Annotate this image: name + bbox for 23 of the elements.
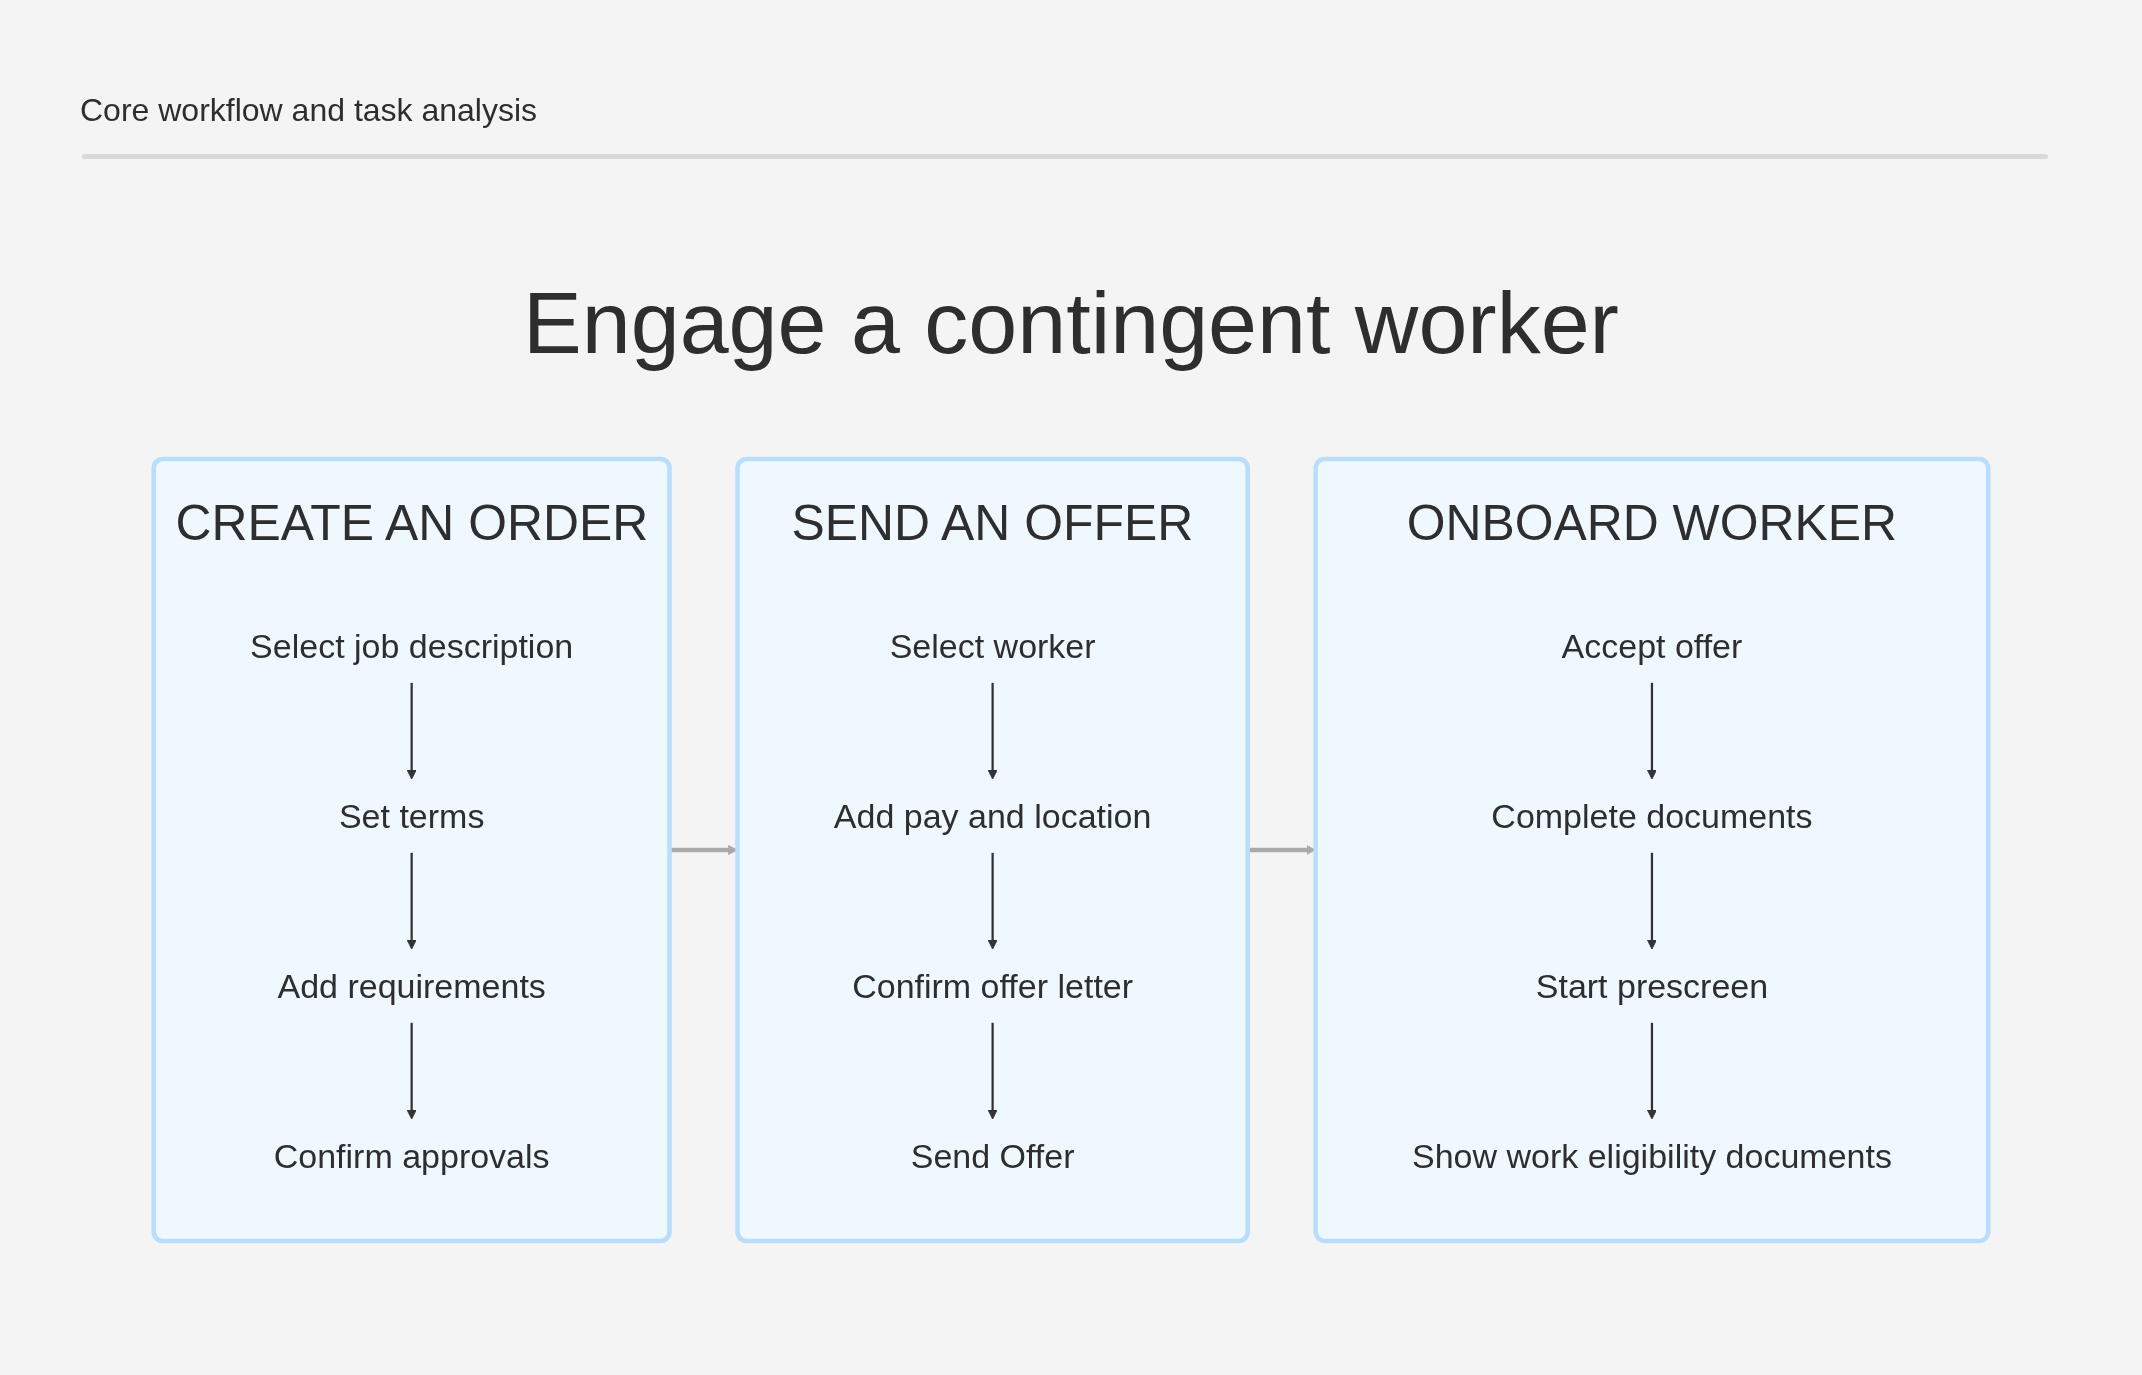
- node-text: Start prescreen: [1535, 967, 1769, 1005]
- node-text: Select worker: [889, 627, 1096, 665]
- section-heading: Core workflow and task analysis: [80, 92, 538, 128]
- arrow: [1646, 852, 1657, 950]
- node-text: Confirm approvals: [273, 1137, 550, 1175]
- arrow: [406, 1022, 417, 1120]
- arrow: [987, 852, 998, 950]
- arrow: [406, 852, 417, 950]
- node-text: Show work eligibility documents: [1412, 1137, 1892, 1175]
- node-text: Set terms: [338, 797, 485, 835]
- node-text: Complete documents: [1491, 797, 1813, 835]
- arrow: [1646, 1022, 1657, 1120]
- node-text: Add requirements: [277, 967, 546, 1005]
- node-text: Accept offer: [1561, 627, 1743, 665]
- node-text: Select job description: [250, 627, 574, 665]
- arrow: [1646, 682, 1657, 780]
- node-text: Add pay and location: [833, 797, 1152, 835]
- diagram-title: Engage a contingent worker: [523, 273, 1619, 372]
- node-text: Confirm offer letter: [852, 967, 1134, 1005]
- arrow: [406, 682, 417, 780]
- arrow: [987, 1022, 998, 1120]
- node-text: Send Offer: [910, 1137, 1075, 1175]
- arrow: [987, 682, 998, 780]
